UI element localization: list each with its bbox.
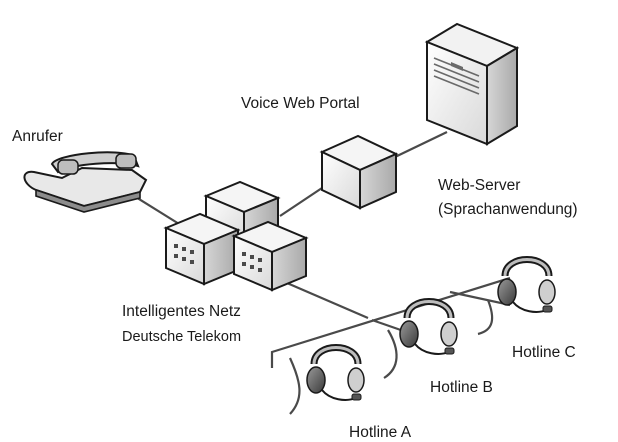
telephone-icon: [23, 151, 148, 213]
network-label: Intelligentes Netz: [122, 303, 241, 320]
network-buildings-icon: [163, 180, 309, 292]
network-sublabel: Deutsche Telekom: [122, 329, 242, 345]
headset-icon-hotline-b: [400, 302, 457, 355]
portal-label: Voice Web Portal: [241, 95, 360, 112]
caller-label: Anrufer: [12, 128, 63, 145]
web-server-icon: [424, 22, 520, 146]
server-sublabel: (Sprachanwendung): [438, 201, 578, 218]
headset-icon-hotline-a: [307, 348, 364, 401]
server-label: Web-Server: [438, 177, 521, 194]
headset-icon-hotline-c: [498, 260, 555, 313]
hotline-c-label: Hotline C: [512, 344, 576, 361]
hotline-a-label: Hotline A: [349, 424, 412, 441]
voice-portal-box-icon: [319, 134, 399, 210]
hotline-b-label: Hotline B: [430, 379, 493, 396]
